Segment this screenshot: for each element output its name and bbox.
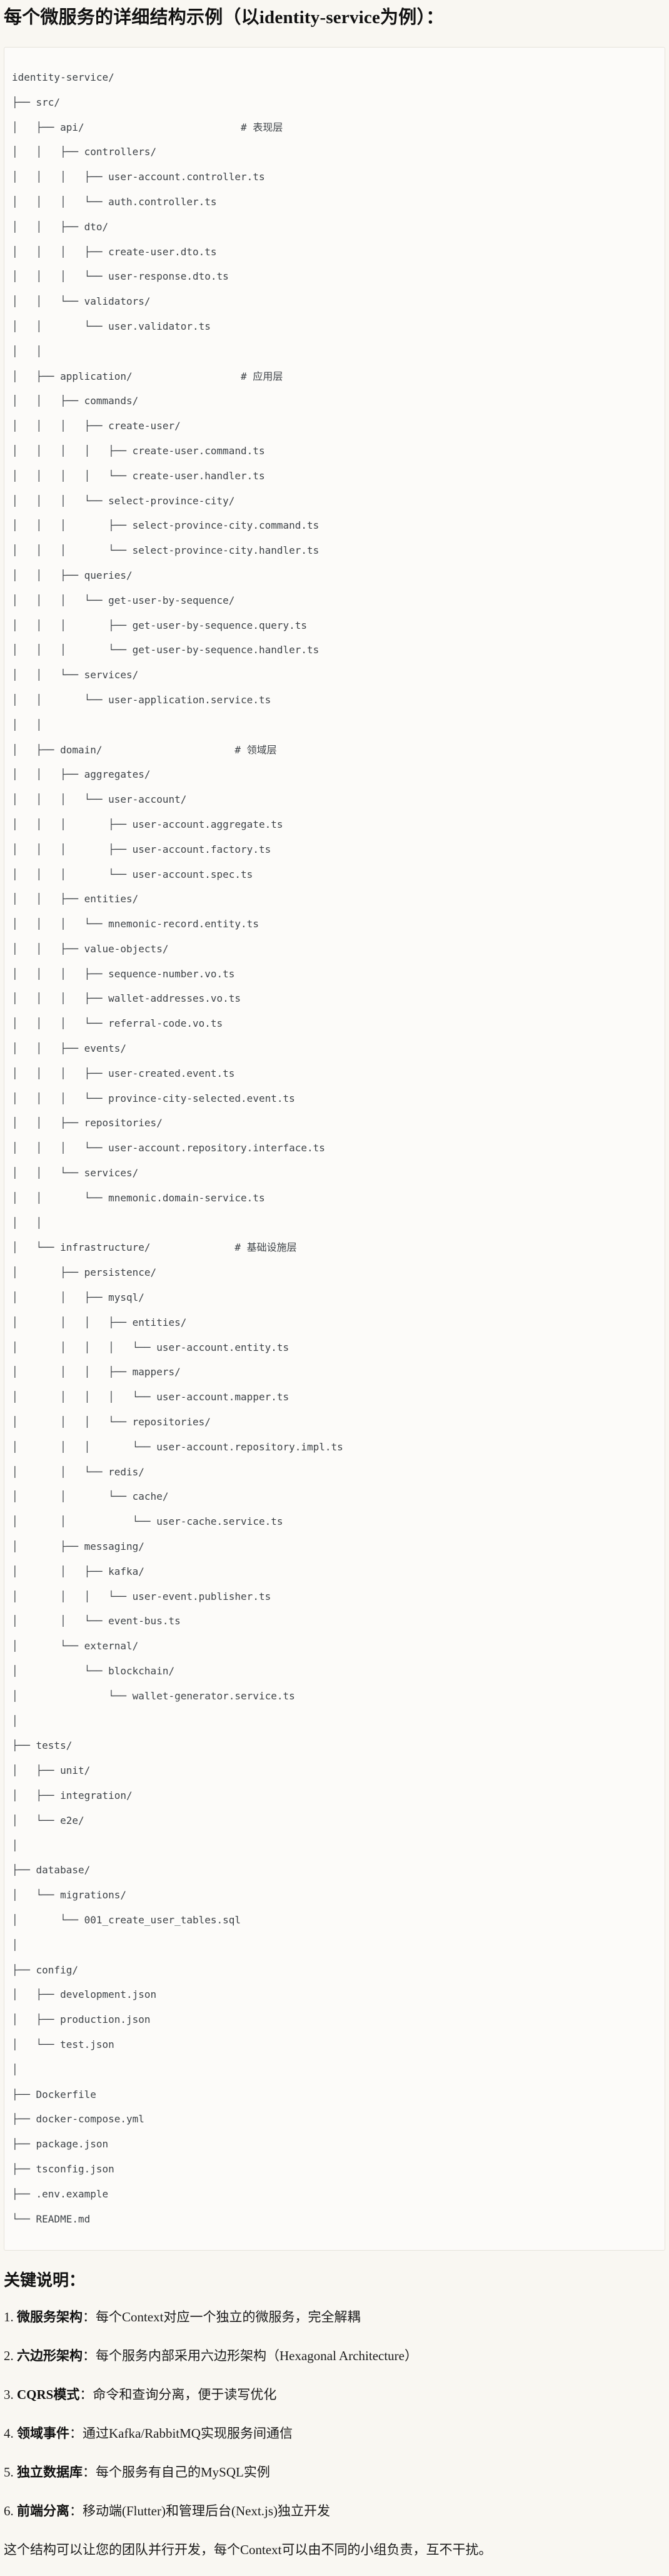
note-number: 3. xyxy=(4,2387,17,2403)
note-number: 2. xyxy=(4,2348,17,2364)
note-label: 微服务架构 xyxy=(17,2309,83,2325)
note-item-3: 3. CQRS模式：命令和查询分离，便于读写优化 xyxy=(4,2385,665,2404)
directory-tree: identity-service/ ├── src/ │ ├── api/ # … xyxy=(12,71,343,2225)
note-item-4: 4. 领域事件：通过Kafka/RabbitMQ实现服务间通信 xyxy=(4,2424,665,2443)
note-item-2: 2. 六边形架构：每个服务内部采用六边形架构（Hexagonal Archite… xyxy=(4,2346,665,2365)
note-text: ：通过Kafka/RabbitMQ实现服务间通信 xyxy=(69,2426,293,2441)
closing-paragraph: 这个结构可以让您的团队并行开发，每个Context可以由不同的小组负责，互不干扰… xyxy=(4,2542,492,2558)
page-title: 每个微服务的详细结构示例（以identity-service为例）： xyxy=(4,8,445,28)
note-label: 领域事件 xyxy=(17,2426,69,2441)
note-text: ：移动端(Flutter)和管理后台(Next.js)独立开发 xyxy=(69,2503,331,2519)
note-number: 1. xyxy=(4,2309,17,2325)
note-number: 5. xyxy=(4,2465,17,2480)
note-label: CQRS模式 xyxy=(17,2387,80,2403)
note-item-1: 1. 微服务架构：每个Context对应一个独立的微服务，完全解耦 xyxy=(4,2308,665,2326)
note-text: ：每个服务内部采用六边形架构（Hexagonal Architecture） xyxy=(83,2348,418,2364)
note-label: 前端分离 xyxy=(17,2503,69,2519)
note-text: ：每个Context对应一个独立的微服务，完全解耦 xyxy=(83,2309,361,2325)
note-number: 6. xyxy=(4,2503,17,2519)
key-notes-list: 1. 微服务架构：每个Context对应一个独立的微服务，完全解耦 2. 六边形… xyxy=(4,2308,665,2520)
note-text: ：每个服务有自己的MySQL实例 xyxy=(83,2465,270,2480)
note-label: 六边形架构 xyxy=(17,2348,83,2364)
note-label: 独立数据库 xyxy=(17,2465,83,2480)
note-number: 4. xyxy=(4,2426,17,2441)
note-text: ：命令和查询分离，便于读写优化 xyxy=(79,2387,277,2403)
note-item-6: 6. 前端分离：移动端(Flutter)和管理后台(Next.js)独立开发 xyxy=(4,2502,665,2520)
key-notes-heading: 关键说明： xyxy=(4,2271,86,2290)
code-block: identity-service/ ├── src/ │ ├── api/ # … xyxy=(4,47,665,2251)
note-item-5: 5. 独立数据库：每个服务有自己的MySQL实例 xyxy=(4,2463,665,2482)
